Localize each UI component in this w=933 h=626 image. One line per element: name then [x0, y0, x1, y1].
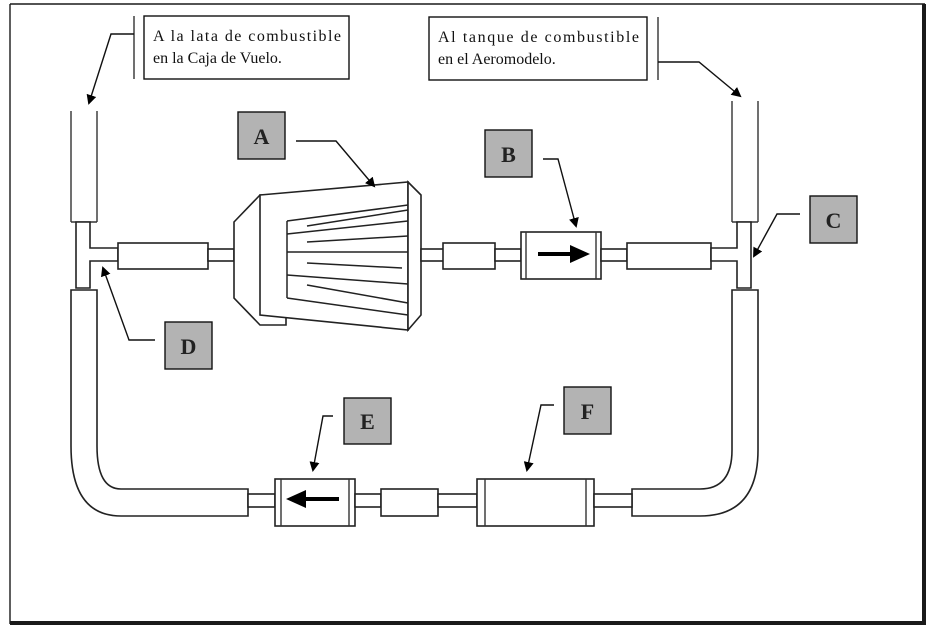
tag-c: C [753, 195, 858, 258]
note-right-line2: en el Aeromodelo. [438, 51, 556, 68]
connector-7 [437, 493, 478, 508]
note-right: Al tanque de combustible en el Aeromodel… [428, 16, 659, 81]
tag-e: E [309, 397, 392, 472]
tee-fitting-c [710, 221, 752, 289]
note-left: A la lata de combustible en la Caja de V… [133, 15, 350, 80]
check-valve-e [274, 478, 356, 527]
tag-b: B [484, 129, 579, 228]
right-upper-tube [731, 101, 759, 223]
tag-d-label: D [181, 334, 197, 359]
note-right-line1: Al tanque de combustible [438, 29, 639, 46]
leader-arrow-e [309, 415, 333, 472]
tag-c-label: C [826, 208, 842, 233]
check-valve-b [520, 231, 602, 280]
flow-arrow-left-icon [286, 490, 306, 508]
tube-sleeve-4 [380, 488, 439, 517]
leader-arrow-c [753, 213, 800, 258]
tube-sleeve-3 [626, 242, 712, 270]
fuel-filter-f [476, 478, 595, 527]
fuel-pump-a [233, 180, 422, 333]
leader-arrow-a [296, 140, 376, 188]
tag-a: A [237, 111, 376, 188]
right-lower-tube [631, 289, 759, 517]
tag-a-label: A [254, 124, 270, 149]
leader-arrow-f [523, 404, 554, 472]
left-upper-tube [70, 111, 98, 223]
connector-3 [494, 248, 522, 262]
tag-d: D [101, 266, 213, 370]
tube-sleeve-2 [442, 242, 496, 270]
leader-arrow-left-note [86, 33, 134, 105]
tag-e-label: E [360, 409, 375, 434]
tag-b-label: B [501, 142, 516, 167]
connector-5 [247, 493, 276, 508]
page-frame [9, 3, 926, 625]
connector-8 [593, 493, 633, 508]
leader-arrow-d [101, 266, 155, 341]
connector-4 [600, 248, 628, 262]
left-lower-tube [70, 289, 249, 517]
flow-arrow-right-icon [570, 245, 590, 263]
leader-arrow-right-note [658, 61, 742, 98]
note-left-line2: en la Caja de Vuelo. [153, 50, 282, 67]
tee-fitting-d [75, 221, 119, 289]
connector-6 [354, 493, 382, 508]
tag-f-label: F [581, 399, 594, 424]
tube-sleeve-1 [117, 242, 209, 270]
connector-1 [207, 248, 235, 262]
tag-f: F [523, 386, 612, 472]
leader-arrow-b [543, 158, 579, 228]
